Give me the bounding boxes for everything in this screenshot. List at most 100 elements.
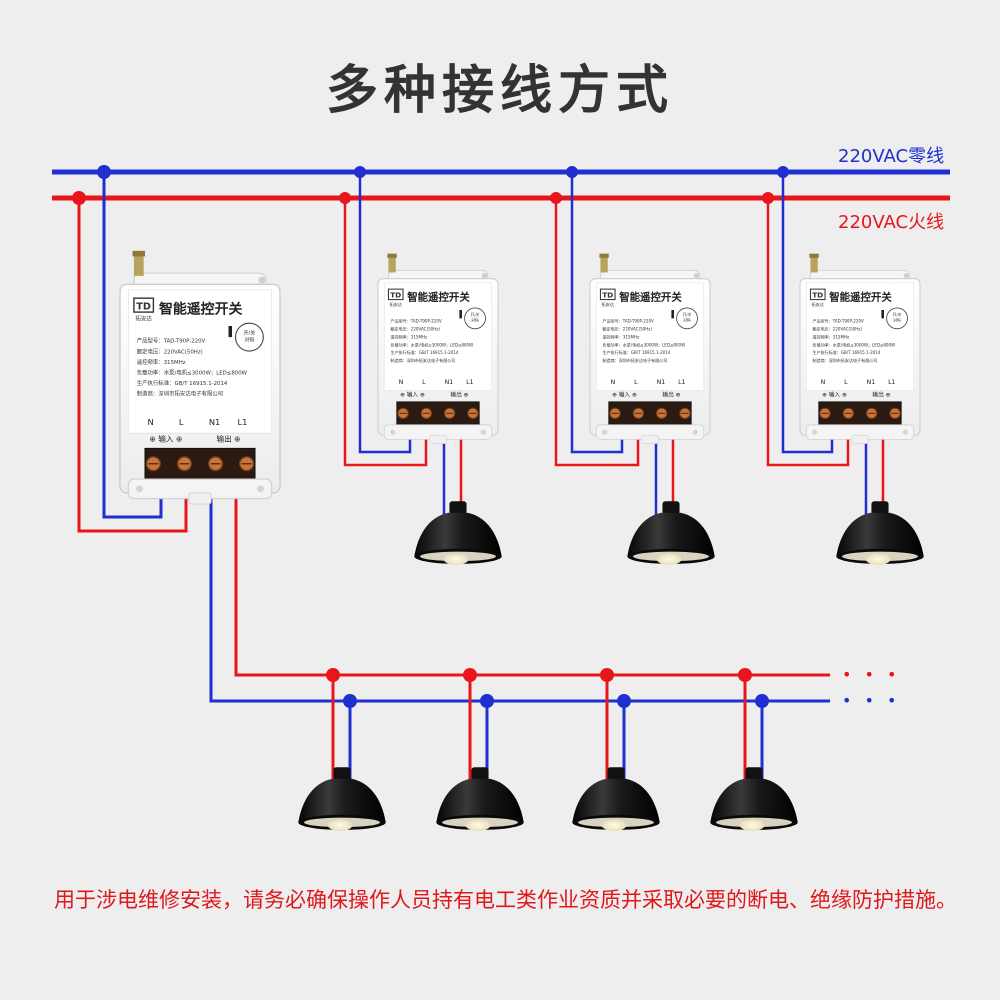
antenna-icon — [600, 255, 608, 273]
junction-dot — [339, 192, 351, 204]
antenna-icon — [388, 255, 396, 273]
terminal-block — [144, 447, 256, 480]
junction-dot — [480, 694, 494, 708]
spec-line: 遥控频率：315MHz — [813, 333, 850, 339]
spec-line: 负载功率：水泵/电机≤3000W；LED≤800W — [603, 341, 686, 347]
lamp-cap — [607, 767, 625, 781]
terminal-label: N — [821, 379, 826, 386]
switch-devices: TD拓安达智能遥控开关开/关对码产品型号：TAD-T90P-220V额定电压：2… — [119, 250, 921, 505]
device-name: 智能遥控开关 — [159, 300, 243, 317]
terminal-label: L — [634, 379, 638, 386]
pair-button-label: 开/关 — [893, 312, 902, 317]
mount-hole-icon — [480, 429, 486, 435]
pair-button-label: 对码 — [683, 317, 691, 322]
mount-hole-icon — [390, 429, 396, 435]
terminal-label: L — [422, 379, 426, 386]
top-lamp-1 — [414, 501, 502, 565]
lamp-shade — [627, 512, 715, 557]
junction-dot — [550, 192, 562, 204]
logo-icon — [599, 288, 616, 301]
device-tab — [851, 434, 869, 444]
pair-button-label: 开/关 — [471, 312, 480, 317]
logo-icon — [809, 288, 826, 301]
output-label: 输出 ⊕ — [216, 433, 240, 443]
terminal-label: L1 — [237, 417, 247, 427]
lamp-shade — [414, 512, 502, 557]
junction-dot — [72, 191, 86, 205]
logo-text: 拓安达 — [601, 301, 613, 307]
spec-line: 额定电压：220VAC(50Hz) — [603, 325, 653, 331]
indicator-led — [671, 310, 674, 319]
spec-line: 生产执行标准：GB/T 16915.1-2014 — [603, 349, 671, 355]
neutral-continuation: • • • — [842, 691, 900, 710]
lamp-bulb — [443, 553, 469, 565]
pair-button-icon — [234, 322, 264, 352]
junction-dot — [354, 166, 366, 178]
device-label — [127, 289, 272, 434]
output-neutral-run — [209, 470, 830, 703]
switch-device-2: TD拓安达智能遥控开关开/关对码产品型号：TAD-T90P-220V额定电压：2… — [589, 253, 711, 444]
logo-mark: TD — [390, 290, 401, 299]
terminal-label: L1 — [678, 379, 685, 386]
junction-dot — [738, 668, 752, 682]
indicator-led — [228, 326, 232, 338]
input-label: ⊕ 输入 ⊕ — [400, 391, 425, 399]
spec-line: 额定电压：220VAC(50Hz) — [137, 347, 203, 355]
device-1-live-wire — [343, 198, 428, 467]
logo-icon — [133, 297, 155, 313]
spec-line: 额定电压：220VAC(50Hz) — [391, 325, 441, 331]
spec-line: 产品型号：TAD-T90P-220V — [137, 337, 206, 345]
mount-hole-icon — [481, 272, 488, 279]
terminal-block — [608, 401, 692, 426]
lamp-cap — [449, 501, 467, 515]
switch-device-1: TD拓安达智能遥控开关开/关对码产品型号：TAD-T90P-220V额定电压：2… — [377, 253, 499, 444]
logo-mark: TD — [812, 290, 823, 299]
terminal-label: N — [399, 379, 404, 386]
lamp-cap — [471, 767, 489, 781]
logo-text: 拓安达 — [135, 314, 152, 322]
lamp-shade — [436, 778, 524, 823]
logo-mark: TD — [136, 301, 151, 312]
spec-line: 产品型号：TAD-T90P-220V — [603, 318, 655, 324]
mount-hole-icon — [693, 272, 700, 279]
spec-line: 生产执行标准：GB/T 16915.1-2014 — [813, 349, 881, 355]
input-label: ⊕ 输入 ⊕ — [149, 433, 182, 443]
terminal-block — [818, 401, 902, 426]
switch-device-3: TD拓安达智能遥控开关开/关对码产品型号：TAD-T90P-220V额定电压：2… — [799, 253, 921, 444]
device-name: 智能遥控开关 — [828, 291, 892, 304]
continuation-marks: • • •• • • — [842, 665, 900, 710]
device-label — [805, 282, 914, 391]
lamp-bulb — [327, 819, 353, 831]
terminal-label: N — [147, 417, 153, 427]
lamp-bulb — [601, 819, 627, 831]
junction-dot — [463, 668, 477, 682]
lamp-shade — [836, 512, 924, 557]
junction-dot — [755, 694, 769, 708]
pair-button-icon — [886, 307, 908, 330]
spec-line: 制造商：深圳市拓安达电子有限公司 — [603, 357, 668, 363]
bottom-lamp-4 — [710, 767, 798, 831]
mount-hole-icon — [602, 429, 608, 435]
big-device-live-wire — [77, 198, 188, 533]
top-lamp-2 — [627, 501, 715, 565]
terminal-label: N1 — [867, 379, 876, 386]
mount-hole-icon — [136, 485, 143, 493]
terminal-label: L — [844, 379, 848, 386]
pair-button-icon — [464, 307, 486, 330]
lamp-bulb — [465, 819, 491, 831]
mount-hole-icon — [812, 429, 818, 435]
lamps — [298, 501, 924, 831]
bottom-lamp-2 — [436, 767, 524, 831]
pair-button-label: 对码 — [471, 317, 479, 322]
terminal-label: N1 — [657, 379, 666, 386]
output-label: 输出 ⊕ — [450, 391, 468, 399]
antenna-icon — [810, 255, 818, 273]
lamp-shade — [572, 778, 660, 823]
pair-button-label: 开/关 — [683, 312, 692, 317]
spec-line: 制造商：深圳市拓安达电子有限公司 — [391, 357, 456, 363]
pair-button-label: 对码 — [893, 317, 901, 322]
junction-dot — [97, 165, 111, 179]
device-tab — [188, 492, 212, 505]
terminal-label: N1 — [209, 417, 221, 427]
